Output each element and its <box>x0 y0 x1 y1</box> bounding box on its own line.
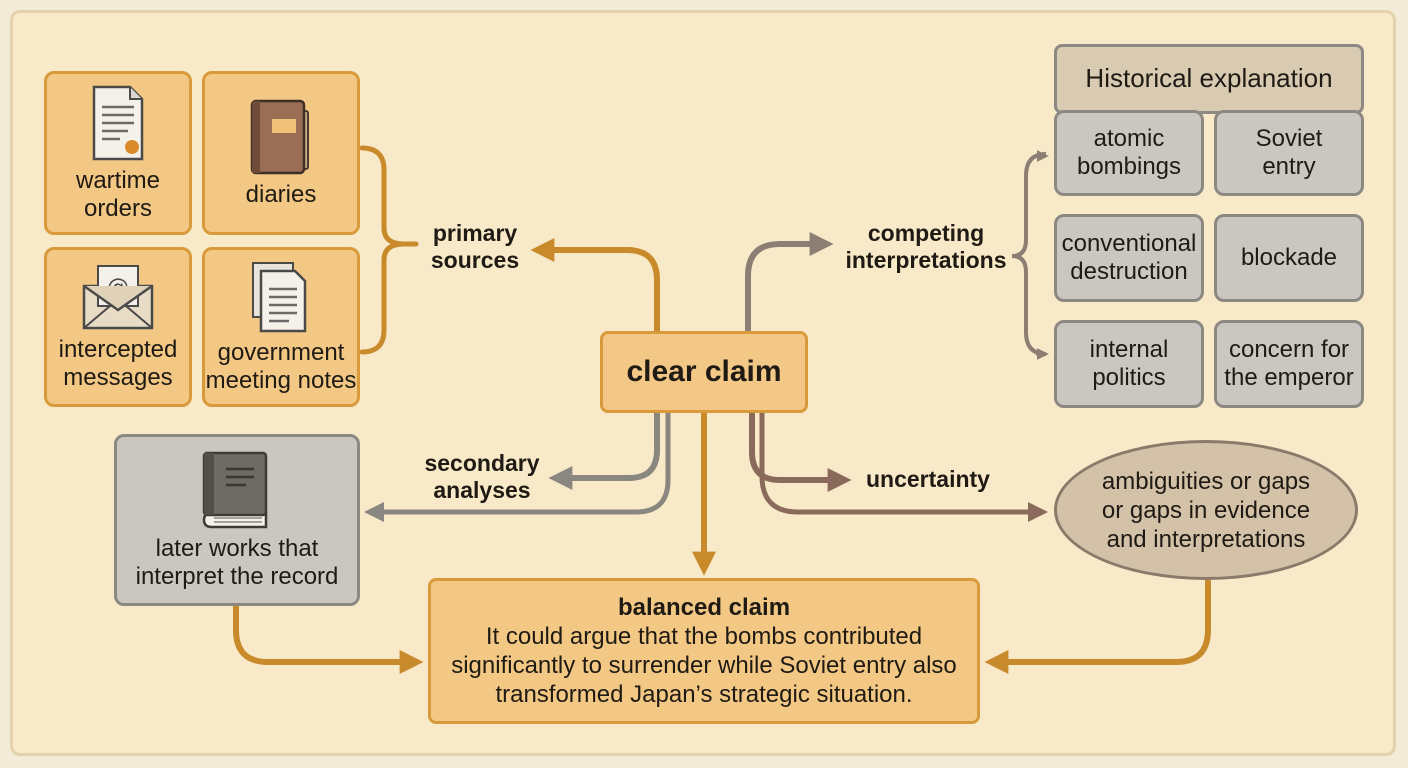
source-intercepted-messages: @ intercepted messages <box>44 247 192 407</box>
factor-label: internal politics <box>1089 336 1169 391</box>
factor-conventional-destruction: conventional destruction <box>1054 214 1204 302</box>
source-wartime-orders: wartime orders <box>44 71 192 235</box>
competing-interpretations-label: competing interpretations <box>845 220 1007 273</box>
arrow-to-secondary-analyses <box>548 413 660 490</box>
factor-label: Soviet entry <box>1255 125 1323 180</box>
clear-claim-box: clear claim <box>600 331 808 413</box>
arrow-to-later-works <box>364 413 671 522</box>
later-works-label: later works that interpret the record <box>135 535 339 590</box>
primary-sources-bracket <box>359 145 405 355</box>
balanced-claim-title: balanced claim <box>617 593 791 621</box>
diary-book-icon <box>250 99 309 175</box>
arrow-ambiguities-to-balanced <box>984 580 1211 674</box>
balanced-claim-body: It could argue that the bombs contribute… <box>451 622 957 708</box>
balanced-claim-box: balanced claim It could argue that the b… <box>428 578 980 724</box>
secondary-analyses-label: secondary analyses <box>424 450 540 503</box>
factor-blockade: blockade <box>1214 214 1364 302</box>
intercepted-messages-label: intercepted messages <box>58 336 178 391</box>
arrow-to-primary-sources <box>530 238 660 331</box>
factor-internal-politics: internal politics <box>1054 320 1204 408</box>
factor-label: atomic bombings <box>1076 125 1182 180</box>
arrow-to-competing-interpretations <box>745 232 834 331</box>
historical-explanation-header: Historical explanation <box>1054 44 1364 114</box>
book-icon <box>202 451 268 529</box>
arrow-to-uncertainty <box>749 413 852 492</box>
primary-sources-label: primary sources <box>430 220 520 273</box>
arrow-to-ambiguities <box>759 413 1048 522</box>
factor-label: concern for the emperor <box>1224 336 1354 391</box>
source-government-meeting-notes: government meeting notes <box>202 247 360 407</box>
government-meeting-notes-label: government meeting notes <box>205 339 357 394</box>
uncertainty-label: uncertainty <box>866 466 990 492</box>
later-works-box: later works that interpret the record <box>114 434 360 606</box>
document-seal-icon <box>92 85 144 161</box>
arrow-later-works-to-balanced <box>233 606 424 674</box>
factor-concern-for-the-emperor: concern for the emperor <box>1214 320 1364 408</box>
factor-label: conventional destruction <box>1061 230 1197 285</box>
ambiguities-ellipse: ambiguities or gaps or gaps in evidence … <box>1054 440 1358 580</box>
envelope-at-icon: @ <box>82 265 154 330</box>
diaries-label: diaries <box>245 181 317 208</box>
factor-atomic-bombings: atomic bombings <box>1054 110 1204 196</box>
wartime-orders-label: wartime orders <box>75 167 160 222</box>
source-diaries: diaries <box>202 71 360 235</box>
stacked-papers-icon <box>252 262 307 333</box>
factor-soviet-entry: Soviet entry <box>1214 110 1364 196</box>
factor-label: blockade <box>1240 244 1338 271</box>
interpretations-brace <box>1011 152 1047 356</box>
